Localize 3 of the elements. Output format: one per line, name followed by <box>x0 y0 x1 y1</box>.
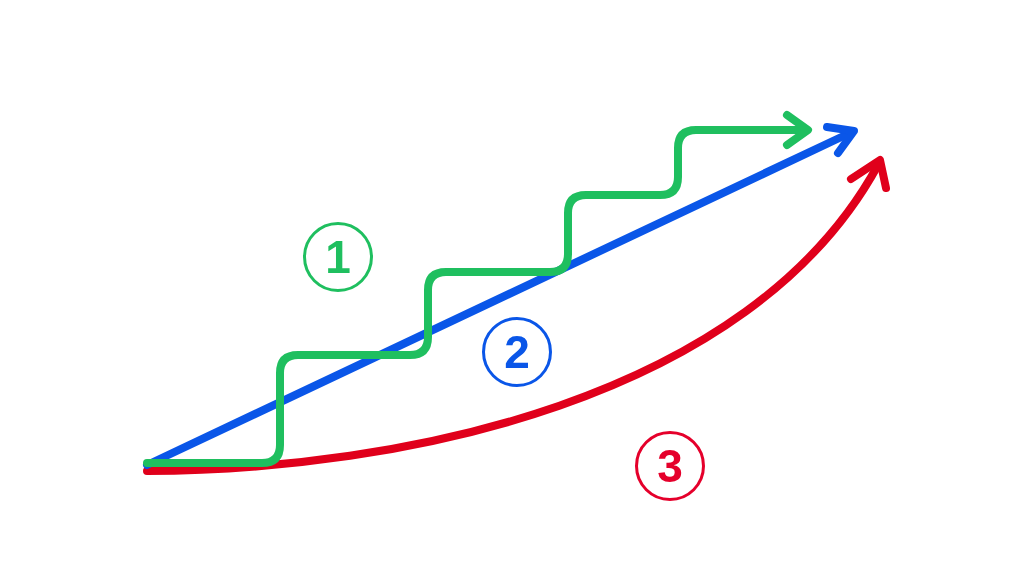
step-number: 3 <box>657 443 683 489</box>
step-number: 1 <box>325 234 351 280</box>
step-number: 2 <box>504 329 530 375</box>
